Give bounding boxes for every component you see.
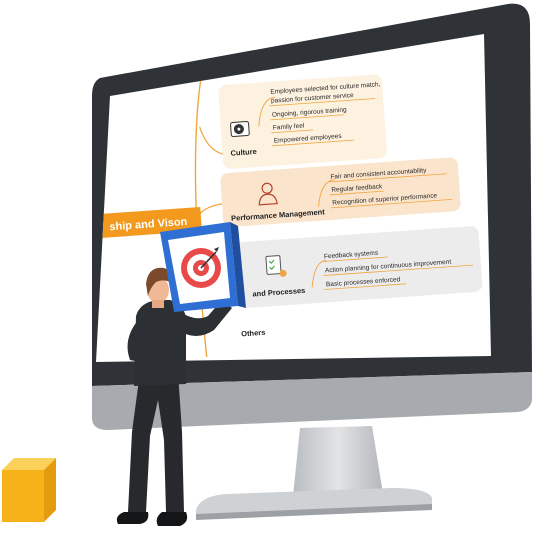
processes-item: Feedback systems [324, 250, 379, 261]
root-label: ship and Vison [109, 216, 188, 233]
branch-processes[interactable]: and Processes Feedback systems Action pl… [235, 226, 483, 309]
monitor-stand [196, 426, 432, 520]
branch-others-label[interactable]: Others [241, 328, 266, 339]
target-dartboard-icon [181, 247, 221, 288]
checklist-icon [265, 255, 287, 277]
performance-item: Regular feedback [331, 183, 383, 194]
branch-processes-label: and Processes [252, 286, 305, 299]
businessman [116, 267, 232, 526]
culture-item: Family feel [273, 122, 305, 131]
vinyl-record-icon [230, 121, 250, 137]
mindmap-spine [194, 76, 208, 357]
branch-culture-label: Culture [230, 147, 257, 158]
person-avatar-icon [258, 182, 278, 206]
branch-performance-management[interactable]: Performance Management Fair and consiste… [220, 157, 461, 227]
held-frame [160, 222, 246, 312]
culture-item: Empowered employees [274, 133, 343, 145]
yellow-cube [2, 458, 56, 522]
branch-culture[interactable]: Culture Employees selected for culture m… [218, 74, 387, 169]
